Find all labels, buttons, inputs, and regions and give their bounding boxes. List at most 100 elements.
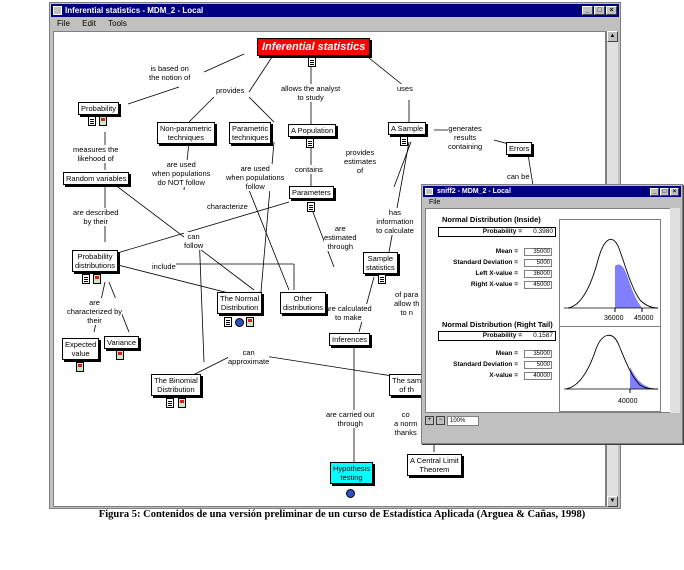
label-estimated: are estimated through (324, 224, 357, 251)
menu-file[interactable]: File (57, 19, 70, 28)
scroll-down-arrow[interactable]: ▼ (607, 496, 618, 507)
doc-icon[interactable] (378, 274, 386, 284)
image-icon[interactable] (116, 350, 124, 360)
main-menu-bar: File Edit Tools (51, 18, 619, 30)
node-sampling-distribution[interactable]: The sam of th (389, 374, 425, 396)
section2-title: Normal Distribution (Right Tail) (442, 320, 553, 329)
probability-label: Probability = (482, 332, 522, 339)
node-inferences[interactable]: Inferences (329, 333, 371, 346)
label-can-be: can be (507, 172, 530, 181)
menu-file[interactable]: File (429, 199, 441, 206)
node-probability[interactable]: Probability (78, 102, 120, 115)
dist-vertical-scrollbar[interactable] (670, 208, 680, 413)
node-parameters[interactable]: Parameters (289, 186, 334, 199)
s1-right-x-label: Right X-value = (470, 281, 518, 288)
doc-icon[interactable] (306, 138, 314, 148)
doc-icon[interactable] (88, 116, 96, 126)
globe-icon[interactable] (235, 318, 244, 327)
zoom-out-icon[interactable]: − (436, 416, 445, 425)
tick-40000: 40000 (618, 398, 638, 405)
dist-window-title: sniff2 - MDM_2 - Local (437, 188, 511, 195)
doc-icon[interactable] (166, 398, 174, 408)
probability-value: 0.3980 (533, 228, 553, 235)
doc-icon[interactable] (224, 317, 232, 327)
label-co-norm: co a norm thanks (394, 410, 418, 437)
label-provides: provides (216, 86, 245, 95)
probability-value: 0.1587 (533, 332, 553, 339)
node-sample-statistics[interactable]: Sample statistics (363, 252, 398, 274)
node-errors[interactable]: Errors (506, 142, 533, 155)
menu-edit[interactable]: Edit (82, 19, 96, 28)
zoom-in-icon[interactable]: + (425, 416, 434, 425)
distribution-panel: Normal Distribution (Inside) Probability… (425, 208, 672, 413)
node-probability-distributions[interactable]: Probability distributions (72, 250, 119, 272)
image-icon[interactable] (76, 362, 84, 372)
node-normal-distribution[interactable]: The Normal Distribution (217, 292, 263, 314)
s2-sd-label: Standard Deviation = (453, 361, 518, 368)
main-window-title: Inferential statistics - MDM_2 - Local (65, 6, 204, 15)
node-variance[interactable]: Variance (104, 336, 140, 349)
section1-probability: Probability = 0.3980 (438, 227, 556, 237)
s1-left-x-label: Left X-value = (475, 270, 518, 277)
maximize-button[interactable]: □ (594, 6, 605, 15)
node-hypothesis-testing[interactable]: Hypothesis testing (330, 462, 374, 484)
menu-tools[interactable]: Tools (108, 19, 127, 28)
node-random-variables[interactable]: Random variables (63, 172, 130, 185)
image-icon[interactable] (178, 398, 186, 408)
s2-mean-input[interactable]: 35000 (524, 350, 552, 358)
normal-curve-right-tail-plot: 40000 (564, 334, 659, 405)
zoom-toolbar: + − 100% (425, 415, 479, 426)
node-parametric[interactable]: Parametric techniques (229, 122, 272, 144)
minimize-button[interactable]: _ (650, 188, 659, 196)
label-carried-out: are carried out through (326, 410, 375, 428)
doc-icon[interactable] (400, 136, 408, 146)
label-characterize: characterize (207, 202, 248, 211)
close-button[interactable]: × (606, 6, 617, 15)
s1-right-x-input[interactable]: 45000 (524, 281, 552, 289)
zoom-select[interactable]: 100% (447, 415, 479, 426)
label-can-follow: can follow (184, 232, 204, 250)
label-used-nonparam: are used when populations do NOT follow (152, 160, 211, 187)
s1-mean-input[interactable]: 35000 (524, 248, 552, 256)
section2-probability: Probability = 0.1587 (438, 331, 556, 341)
label-used-param: are used when populations follow (226, 164, 285, 191)
minimize-button[interactable]: _ (582, 6, 593, 15)
doc-icon[interactable] (82, 274, 90, 284)
label-characterized: are characterized by their (67, 298, 123, 325)
main-title-bar[interactable]: Inferential statistics - MDM_2 - Local _… (51, 4, 619, 17)
s1-sd-label: Standard Deviation = (453, 259, 518, 266)
label-allows: allows the analyst to study (281, 84, 341, 102)
s1-sd-input[interactable]: 5000 (524, 259, 552, 267)
app-icon (425, 188, 433, 195)
node-other-distributions[interactable]: Other distributions (280, 292, 327, 314)
close-button[interactable]: × (670, 188, 679, 196)
doc-icon[interactable] (307, 202, 315, 212)
dist-title-bar[interactable]: sniff2 - MDM_2 - Local _ □ × (423, 186, 681, 197)
probability-label: Probability = (482, 228, 522, 235)
image-icon[interactable] (246, 317, 254, 327)
globe-icon[interactable] (346, 489, 355, 498)
section1-title: Normal Distribution (Inside) (442, 215, 541, 224)
maximize-button[interactable]: □ (660, 188, 669, 196)
image-icon[interactable] (93, 274, 101, 284)
dist-menu-bar: File (423, 197, 681, 207)
label-generates: generates results containing (448, 124, 483, 151)
scroll-up-arrow[interactable]: ▲ (607, 31, 618, 42)
node-expected-value[interactable]: Expected value (62, 338, 100, 360)
distribution-window: sniff2 - MDM_2 - Local _ □ × File Normal… (421, 184, 683, 444)
node-population[interactable]: A Population (288, 124, 337, 137)
s2-x-input[interactable]: 40000 (524, 372, 552, 380)
label-based-on: is based on the notion of (149, 64, 191, 82)
node-nonparametric[interactable]: Non-parametric techniques (157, 122, 215, 144)
doc-icon[interactable] (308, 57, 316, 67)
node-inferential-statistics[interactable]: Inferential statistics (257, 38, 371, 56)
s1-left-x-input[interactable]: 36000 (524, 270, 552, 278)
label-described: are described by their (73, 208, 119, 226)
node-sample[interactable]: A Sample (388, 122, 427, 135)
figure-caption: Figura 5: Contenidos de una versión prel… (98, 509, 586, 520)
label-of-parameters: of para allow th to n (394, 290, 420, 317)
node-central-limit-theorem[interactable]: A Central Limit Theorem (407, 454, 462, 476)
node-binomial-distribution[interactable]: The Binomial Distribution (151, 374, 201, 396)
image-icon[interactable] (99, 116, 107, 126)
s2-sd-input[interactable]: 5000 (524, 361, 552, 369)
